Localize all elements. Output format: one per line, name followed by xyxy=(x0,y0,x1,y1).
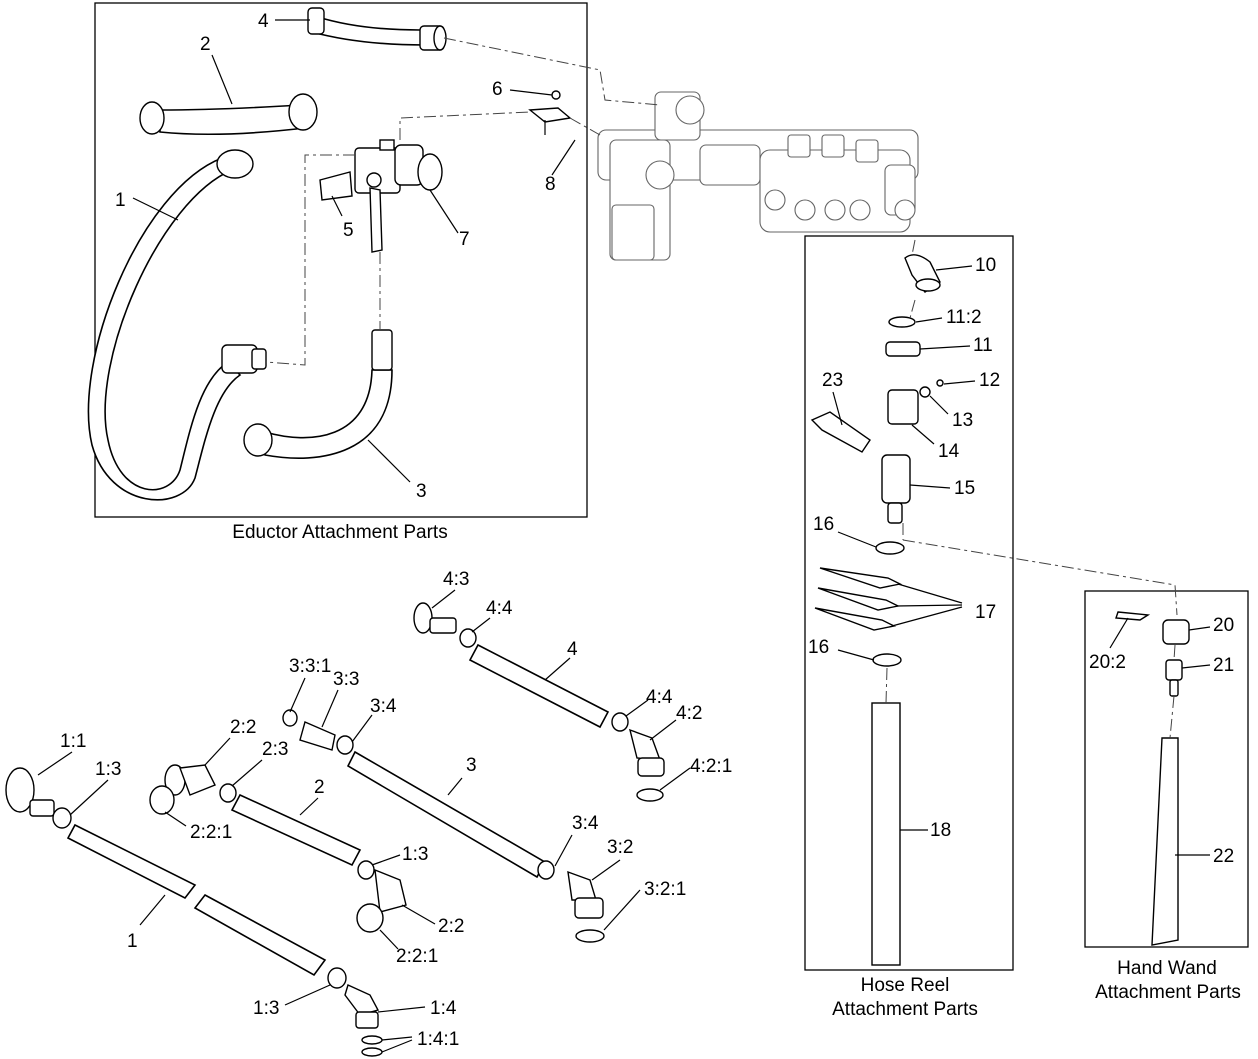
callout-hose-reel-17: 17 xyxy=(975,602,996,623)
callout-3-3: 3:3 xyxy=(333,669,359,690)
callout-2-3: 2:3 xyxy=(262,739,288,760)
callout-hand-wand-22: 22 xyxy=(1213,846,1234,867)
callout-1-3-top: 1:3 xyxy=(95,759,121,780)
callout-1: 1 xyxy=(127,931,138,952)
callout-1-1: 1:1 xyxy=(60,731,86,752)
callout-eductor-3: 3 xyxy=(416,481,427,502)
callout-3-4-top: 3:4 xyxy=(370,696,397,717)
callout-4-4-bottom: 4:4 xyxy=(646,687,673,708)
callout-hose-reel-11: 11 xyxy=(973,335,993,356)
callout-4-3: 4:3 xyxy=(443,569,469,590)
hand-wand-attachment-box xyxy=(1084,590,1249,948)
callout-hand-wand-20-2: 20:2 xyxy=(1089,652,1126,673)
callout-2: 2 xyxy=(314,777,325,798)
caption-hand-wand-line1: Hand Wand xyxy=(1117,958,1217,979)
callout-eductor-4: 4 xyxy=(258,11,269,32)
eductor-part-1-hose xyxy=(87,149,267,501)
callout-3: 3 xyxy=(466,755,477,776)
eductor-part-3-hose xyxy=(243,329,393,459)
callout-hose-reel-13: 13 xyxy=(952,410,973,431)
callout-2-1-3: 1:3 xyxy=(402,844,428,865)
eductor-attachment-box xyxy=(94,2,588,518)
callout-2-2-1-bottom: 2:2:1 xyxy=(396,946,438,967)
callout-eductor-1: 1 xyxy=(115,190,126,211)
callout-eductor-7: 7 xyxy=(459,229,470,250)
callout-3-2: 3:2 xyxy=(607,837,633,858)
callout-4-4-top: 4:4 xyxy=(486,598,513,619)
callout-hose-reel-14: 14 xyxy=(938,441,960,462)
callout-2-2-top: 2:2 xyxy=(230,717,256,738)
callout-hose-reel-15: 15 xyxy=(954,478,975,499)
eductor-part-5-7-valve xyxy=(319,139,443,253)
eductor-part-6-8-bracket xyxy=(528,90,572,135)
callout-hand-wand-21: 21 xyxy=(1213,655,1234,676)
callout-4-2: 4:2 xyxy=(676,703,702,724)
callout-2-2-1-top: 2:2:1 xyxy=(190,822,232,843)
callout-1-4: 1:4 xyxy=(430,998,457,1019)
caption-hand-wand-line2: Attachment Parts xyxy=(1095,982,1241,1003)
valve-manifold-assembly xyxy=(597,91,919,261)
callout-1-3-bottom: 1:3 xyxy=(253,998,279,1019)
callout-hose-reel-16-top: 16 xyxy=(813,514,834,535)
hose-reel-parts xyxy=(810,254,944,966)
callout-hose-reel-16-bottom: 16 xyxy=(808,637,829,658)
callout-hand-wand-20: 20 xyxy=(1213,615,1234,636)
callout-eductor-8: 8 xyxy=(545,174,556,195)
callout-2-2-bottom: 2:2 xyxy=(438,916,464,937)
callout-hose-reel-10: 10 xyxy=(975,255,996,276)
eductor-part-4-hose xyxy=(307,7,447,51)
callout-eductor-6: 6 xyxy=(492,79,503,100)
hose-reel-attachment-box xyxy=(804,235,1014,971)
callout-4-2-1: 4:2:1 xyxy=(690,756,732,777)
eductor-part-2-hose xyxy=(139,93,318,136)
explode-2-parts xyxy=(149,764,407,933)
hand-wand-parts xyxy=(1115,611,1190,946)
callout-hose-reel-11-2: 11:2 xyxy=(946,307,982,328)
callout-3-4-bottom: 3:4 xyxy=(572,813,599,834)
caption-hose-reel-line2: Attachment Parts xyxy=(832,999,978,1020)
explode-3-parts xyxy=(282,709,605,943)
callout-hose-reel-23: 23 xyxy=(822,370,843,391)
callout-1-4-1: 1:4:1 xyxy=(417,1029,459,1050)
caption-eductor: Eductor Attachment Parts xyxy=(232,522,447,543)
explode-1-parts xyxy=(5,767,383,1057)
callout-hose-reel-12: 12 xyxy=(979,370,1000,391)
callout-4: 4 xyxy=(567,639,578,660)
callout-eductor-2: 2 xyxy=(200,34,211,55)
caption-hose-reel-line1: Hose Reel xyxy=(861,975,950,996)
callout-3-2-1: 3:2:1 xyxy=(644,879,686,900)
callout-eductor-5: 5 xyxy=(343,220,354,241)
callout-hose-reel-18: 18 xyxy=(930,820,951,841)
explode-4-parts xyxy=(413,602,665,802)
callout-3-3-1: 3:3:1 xyxy=(289,656,331,677)
